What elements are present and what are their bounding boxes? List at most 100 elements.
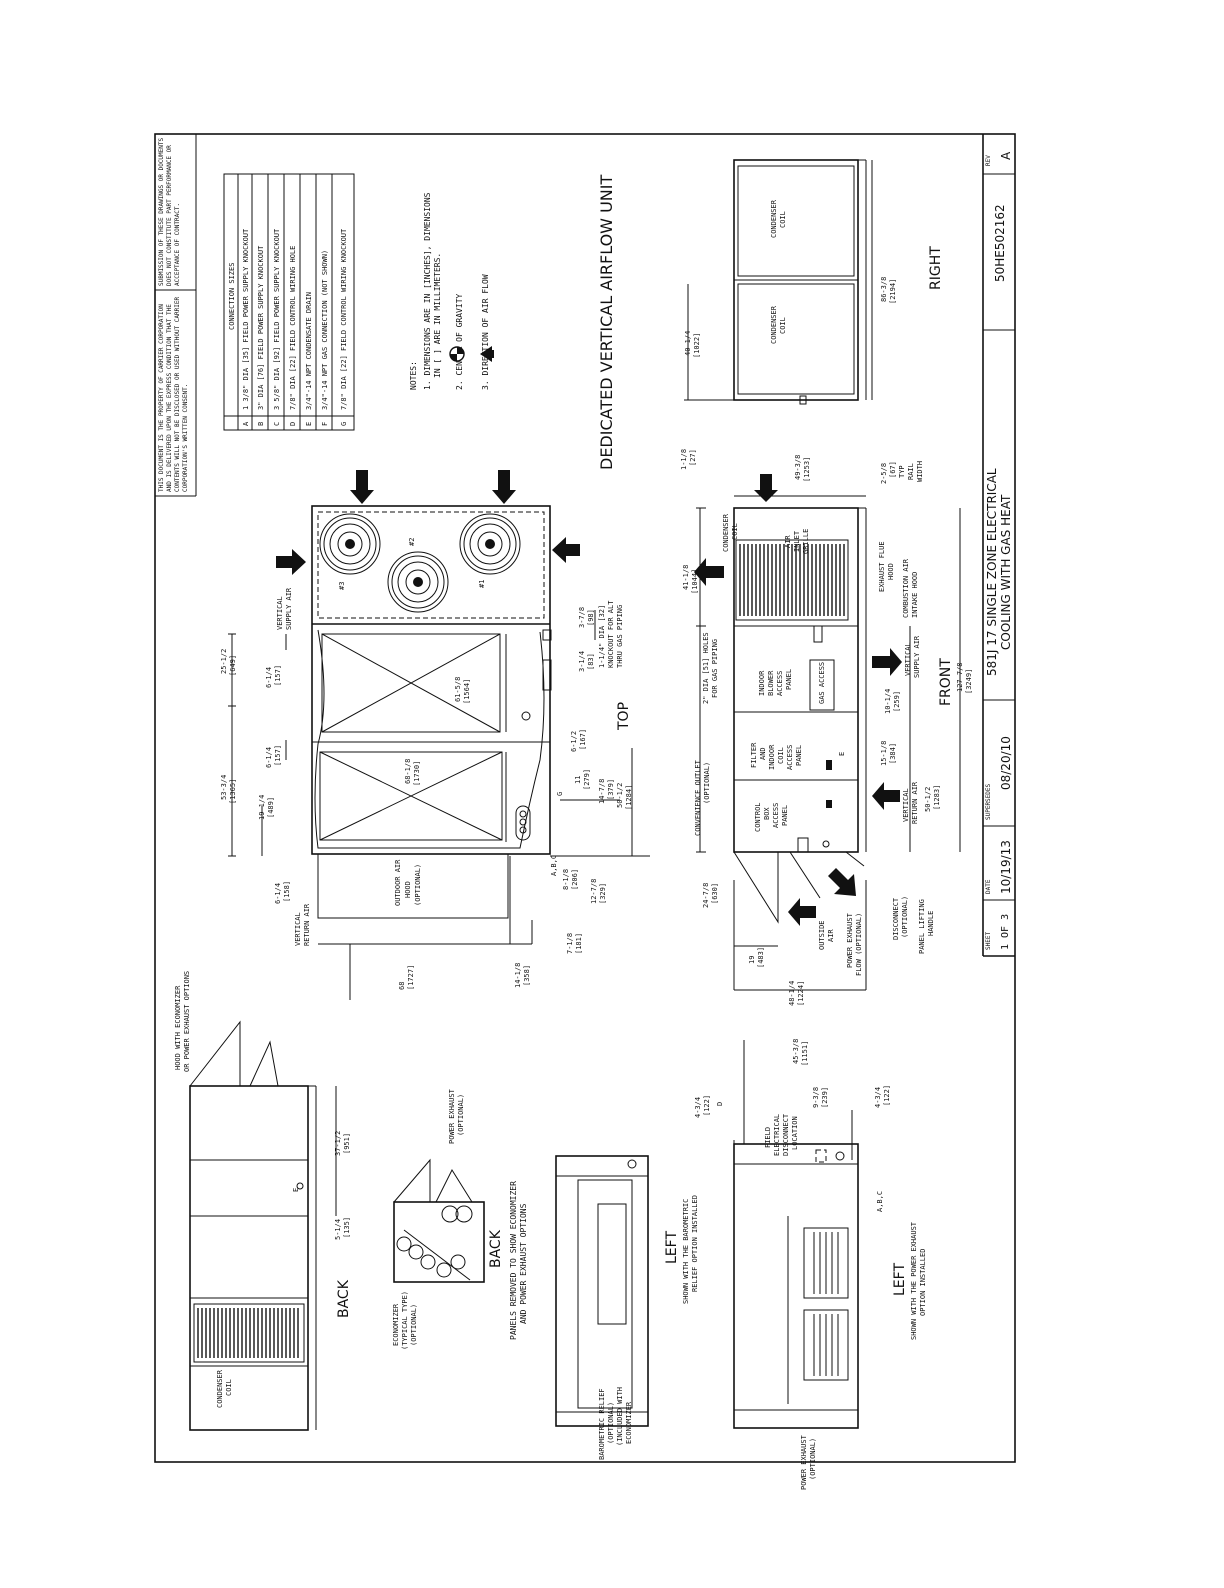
field-disconnect-label-2: ELECTRICAL bbox=[773, 1114, 781, 1156]
front-filter-label-1: FILTER bbox=[750, 742, 758, 768]
back-dim-5: 5-1/4 bbox=[334, 1219, 342, 1240]
top-vsa-2: SUPPLY AIR bbox=[285, 587, 293, 630]
top-dim-6b-mm: [157] bbox=[274, 745, 282, 766]
rev-value: A bbox=[999, 151, 1013, 160]
top-dim-6c: 6-1/4 bbox=[274, 883, 282, 904]
right-view: CONDENSER COIL CONDENSER COIL 40-1/4 [10… bbox=[684, 159, 944, 405]
front-view-caption: FRONT bbox=[938, 658, 954, 706]
left-baro-sub-1: SHOWN WITH THE BAROMETRIC bbox=[682, 1199, 690, 1304]
top-airflow-arrow-4 bbox=[552, 537, 580, 563]
field-disconnect-label-4: LOCATION bbox=[791, 1116, 799, 1150]
left-pe-dim-4a: 4-3/4 bbox=[694, 1097, 702, 1118]
conn-desc-b: 3" DIA [76] FIELD POWER SUPPLY KNOCKOUT bbox=[257, 245, 265, 410]
power-exhaust-flow-label-1: POWER EXHAUST bbox=[846, 912, 854, 968]
exhaust-flue-label-2: HOOD bbox=[887, 563, 895, 580]
back-detail-caption: BACK bbox=[488, 1229, 504, 1268]
front-air-label-1: AIR bbox=[784, 535, 792, 548]
top-dim-7: 7-1/8 bbox=[566, 933, 574, 954]
top-vra-1: VERTICAL bbox=[294, 912, 302, 946]
top-dim-3: 3-7/8 bbox=[578, 607, 586, 628]
left-pe-d-label: D bbox=[716, 1102, 724, 1106]
front-dim-10: 10-1/4 bbox=[884, 689, 892, 714]
back-condenser-grille bbox=[193, 1303, 305, 1363]
panel-lifting-label-1: PANEL LIFTING bbox=[918, 899, 926, 954]
top-dim-12: 12-7/8 bbox=[590, 879, 598, 904]
front-cond-label-1: CONDENSER bbox=[722, 513, 730, 552]
back-view-outline bbox=[189, 1085, 309, 1431]
back-detail-outline bbox=[393, 1201, 485, 1283]
combustion-air-label-2: INTAKE HOOD bbox=[911, 572, 919, 618]
right-coil-a-label-1: CONDENSER bbox=[770, 305, 778, 344]
front-dim-41-mm: [1044] bbox=[691, 569, 699, 594]
top-vra-2: RETURN AIR bbox=[303, 903, 311, 946]
top-dim-53: 53-3/4 bbox=[220, 775, 228, 800]
top-dim-8: 8-1/8 bbox=[562, 869, 570, 890]
front-dim-11: 1-1/8 bbox=[680, 449, 688, 470]
conn-desc-a: 1 3/8" DIA [35] FIELD POWER SUPPLY KNOCK… bbox=[242, 228, 250, 410]
front-dim-19: 19 bbox=[748, 956, 756, 964]
back-view: HOOD WITH ECONOMIZER OR POWER EXHAUST OP… bbox=[174, 971, 352, 1431]
left-barometric-view: BAROMETRIC RELIEF (OPTIONAL) (INCLUDED W… bbox=[555, 1155, 699, 1460]
back-e-label: E bbox=[292, 1188, 300, 1192]
top-dim-68b-mm: [1727] bbox=[407, 965, 415, 990]
front-vra-label-1: VERTICAL bbox=[902, 788, 910, 822]
back-dim-5-mm: [135] bbox=[343, 1217, 351, 1238]
right-view-caption: RIGHT bbox=[928, 246, 944, 290]
knockout-label-3: THRU GAS PIPING bbox=[616, 605, 624, 668]
top-dim-50-mm: [1284] bbox=[625, 785, 633, 810]
baro-relief-label-3: (INCLUDED WITH bbox=[616, 1387, 624, 1446]
notes-title: NOTES: bbox=[409, 361, 418, 390]
back-detail-sub-1: PANELS REMOVED TO SHOW ECONOMIZER bbox=[509, 1181, 518, 1340]
field-disconnect-label-3: DISCONNECT bbox=[782, 1113, 790, 1156]
right-coil-b-label-2: COIL bbox=[779, 211, 787, 228]
notes-block: NOTES: 1. DIMENSIONS ARE IN [INCHES], DI… bbox=[409, 192, 494, 390]
top-dim-6a: 6-1/4 bbox=[265, 667, 273, 688]
power-exhaust-flow-label-2: FLOW (OPTIONAL) bbox=[855, 913, 863, 976]
back-detail-sub-2: AND POWER EXHAUST OPTIONS bbox=[519, 1203, 528, 1324]
knockout-label-1: 1-1/4" DIA [32] bbox=[598, 605, 606, 668]
front-filter-label-5: ACCESS bbox=[786, 745, 794, 770]
front-control-label-1: CONTROL bbox=[754, 802, 762, 832]
front-dim-2: 2-5/8 bbox=[880, 463, 888, 484]
top-dim-25-mm: [649] bbox=[229, 655, 237, 676]
field-disconnect-label-1: FIELD bbox=[764, 1127, 772, 1148]
right-dim-40: 40-1/4 bbox=[684, 331, 692, 356]
gas-holes-label-1: 2" DIA [51] HOLES bbox=[702, 632, 710, 704]
front-vsa-label-1: VERTICAL bbox=[904, 642, 912, 676]
top-vsa-1: VERTICAL bbox=[276, 596, 284, 630]
center-of-gravity-icon-fill bbox=[450, 347, 464, 361]
conn-desc-c: 3 5/8" DIA [92] FIELD POWER SUPPLY KNOCK… bbox=[273, 228, 281, 410]
left-pe-exhaust-label-1: POWER EXHAUST bbox=[800, 1434, 808, 1490]
legal-property-line-2: AND IS DELIVERED UPON THE EXPRESS CONDIT… bbox=[166, 304, 173, 492]
front-dim-127-mm: [3249] bbox=[965, 669, 973, 694]
front-cond-label-2: COIL bbox=[731, 523, 739, 540]
left-power-exhaust-view: 4-3/4 [122] 45-3/8 [1151] 9-3/8 [239] 4-… bbox=[694, 1039, 927, 1490]
economizer-label-2: (TYPICAL TYPE) bbox=[401, 1291, 409, 1350]
conn-key-c: C bbox=[273, 422, 281, 426]
front-e-label: E bbox=[838, 752, 846, 756]
front-view-outline bbox=[733, 507, 859, 853]
right-dim-86: 86-3/8 bbox=[880, 277, 888, 302]
gas-holes-label-2: FOR GAS PIPING bbox=[711, 639, 719, 698]
front-dim-width: WIDTH bbox=[916, 461, 924, 482]
sheet-border bbox=[154, 133, 1016, 1463]
top-dim-50: 50-1/2 bbox=[616, 783, 624, 808]
conn-key-g: G bbox=[340, 422, 348, 426]
conn-key-b: B bbox=[257, 422, 265, 426]
top-abc-label: A,B,C bbox=[550, 855, 558, 876]
condenser-fan-2 bbox=[387, 551, 449, 613]
baro-relief-label-2: (OPTIONAL) bbox=[607, 1402, 615, 1444]
front-dim-15: 15-1/8 bbox=[880, 741, 888, 766]
legal-submission-line-1: SUBMISSION OF THESE DRAWINGS OR DOCUMENT… bbox=[158, 138, 165, 286]
top-dim-65: 6-1/2 bbox=[570, 731, 578, 752]
left-baro-caption: LEFT bbox=[664, 1231, 680, 1264]
condenser-fan-1 bbox=[459, 513, 521, 575]
title-block: SHEET 1 OF 3 DATE 10/19/13 SUPERSEDES 08… bbox=[985, 151, 1013, 950]
conn-desc-d: 7/8" DIA [22] FIELD CONTROL WIRING HOLE bbox=[289, 246, 297, 410]
drawing-number: 50HE502162 bbox=[993, 204, 1007, 282]
fan-1-label: #1 bbox=[478, 580, 486, 588]
back-detail-pe-label-1: POWER EXHAUST bbox=[448, 1088, 456, 1144]
top-dim-19-mm: [489] bbox=[267, 797, 275, 818]
sheet-label: SHEET bbox=[985, 932, 992, 950]
top-dim-6a-mm: [157] bbox=[274, 665, 282, 686]
